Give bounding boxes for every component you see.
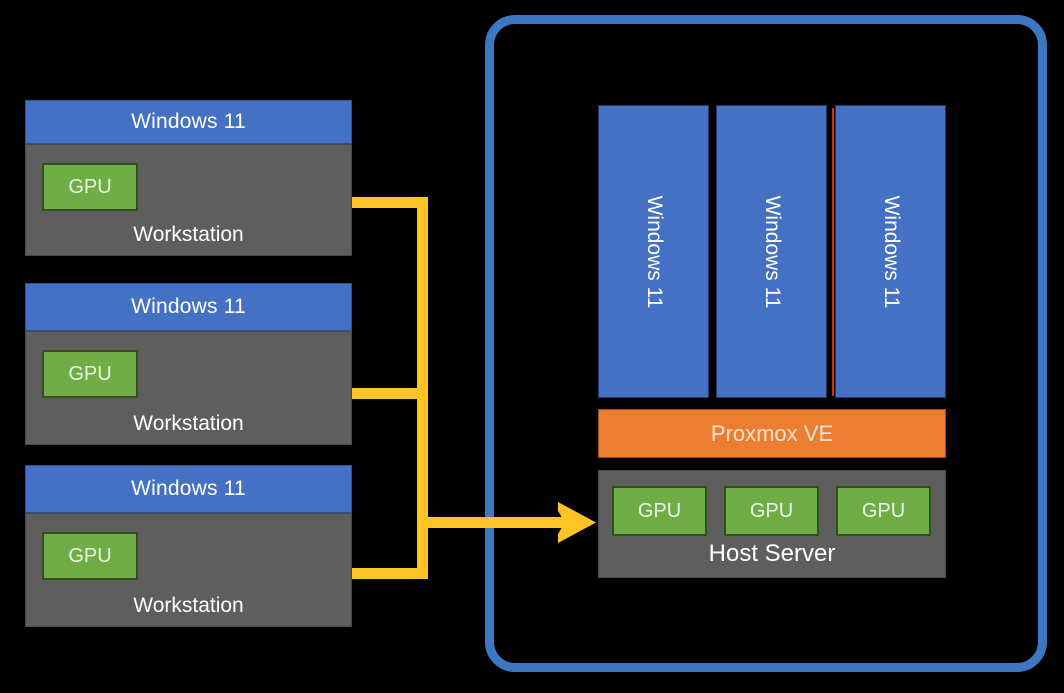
workstation-3-os-label: Windows 11	[131, 477, 246, 500]
workstation-1-body-label: Workstation	[133, 223, 244, 246]
workstation-2-gpu-label: GPU	[68, 362, 112, 385]
workstation-3-body: GPU Workstation	[25, 513, 352, 627]
vm-column-1: Windows 11	[598, 105, 709, 398]
workstation-2-os-header: Windows 11	[25, 283, 352, 331]
vm-column-3-label: Windows 11	[879, 195, 903, 308]
host-boundary-frame	[485, 15, 1047, 672]
vm-column-3: Windows 11	[835, 105, 946, 398]
workstation-1-body: GPU Workstation	[25, 144, 352, 256]
connector-branch-bottom	[352, 568, 428, 579]
host-gpu-chip-2: GPU	[724, 486, 819, 536]
workstation-1-gpu-chip: GPU	[42, 163, 138, 211]
workstation-3-gpu-chip: GPU	[42, 532, 138, 580]
vm-column-2: Windows 11	[716, 105, 827, 398]
connector-trunk	[417, 197, 428, 579]
host-gpu-chip-3: GPU	[836, 486, 931, 536]
vm-column-2-label: Windows 11	[760, 195, 784, 308]
host-gpu-label-3: GPU	[861, 499, 906, 522]
workstation-2-os-label: Windows 11	[131, 295, 246, 318]
connector-branch-middle	[352, 388, 428, 399]
workstation-1-os-label: Windows 11	[131, 110, 246, 133]
host-gpu-chip-1: GPU	[612, 486, 707, 536]
workstation-2-body-label: Workstation	[133, 412, 244, 435]
vm-column-seam-marker	[832, 108, 834, 396]
workstation-2-gpu-chip: GPU	[42, 350, 138, 398]
host-gpu-label-2: GPU	[749, 499, 794, 522]
workstation-1-gpu-label: GPU	[68, 175, 112, 198]
connector-branch-top	[352, 197, 428, 208]
workstation-3-body-label: Workstation	[133, 594, 244, 617]
workstation-1-os-header: Windows 11	[25, 100, 352, 144]
workstation-2-body: GPU Workstation	[25, 331, 352, 445]
host-server-label: Host Server	[708, 540, 836, 567]
host-gpu-label-1: GPU	[637, 499, 682, 522]
vm-column-1-label: Windows 11	[642, 195, 666, 308]
hypervisor-label: Proxmox VE	[710, 420, 834, 446]
hypervisor-bar: Proxmox VE	[598, 409, 946, 458]
host-server-box: GPU GPU GPU Host Server	[598, 470, 946, 578]
workstation-3-os-header: Windows 11	[25, 465, 352, 513]
workstation-3-gpu-label: GPU	[68, 544, 112, 567]
